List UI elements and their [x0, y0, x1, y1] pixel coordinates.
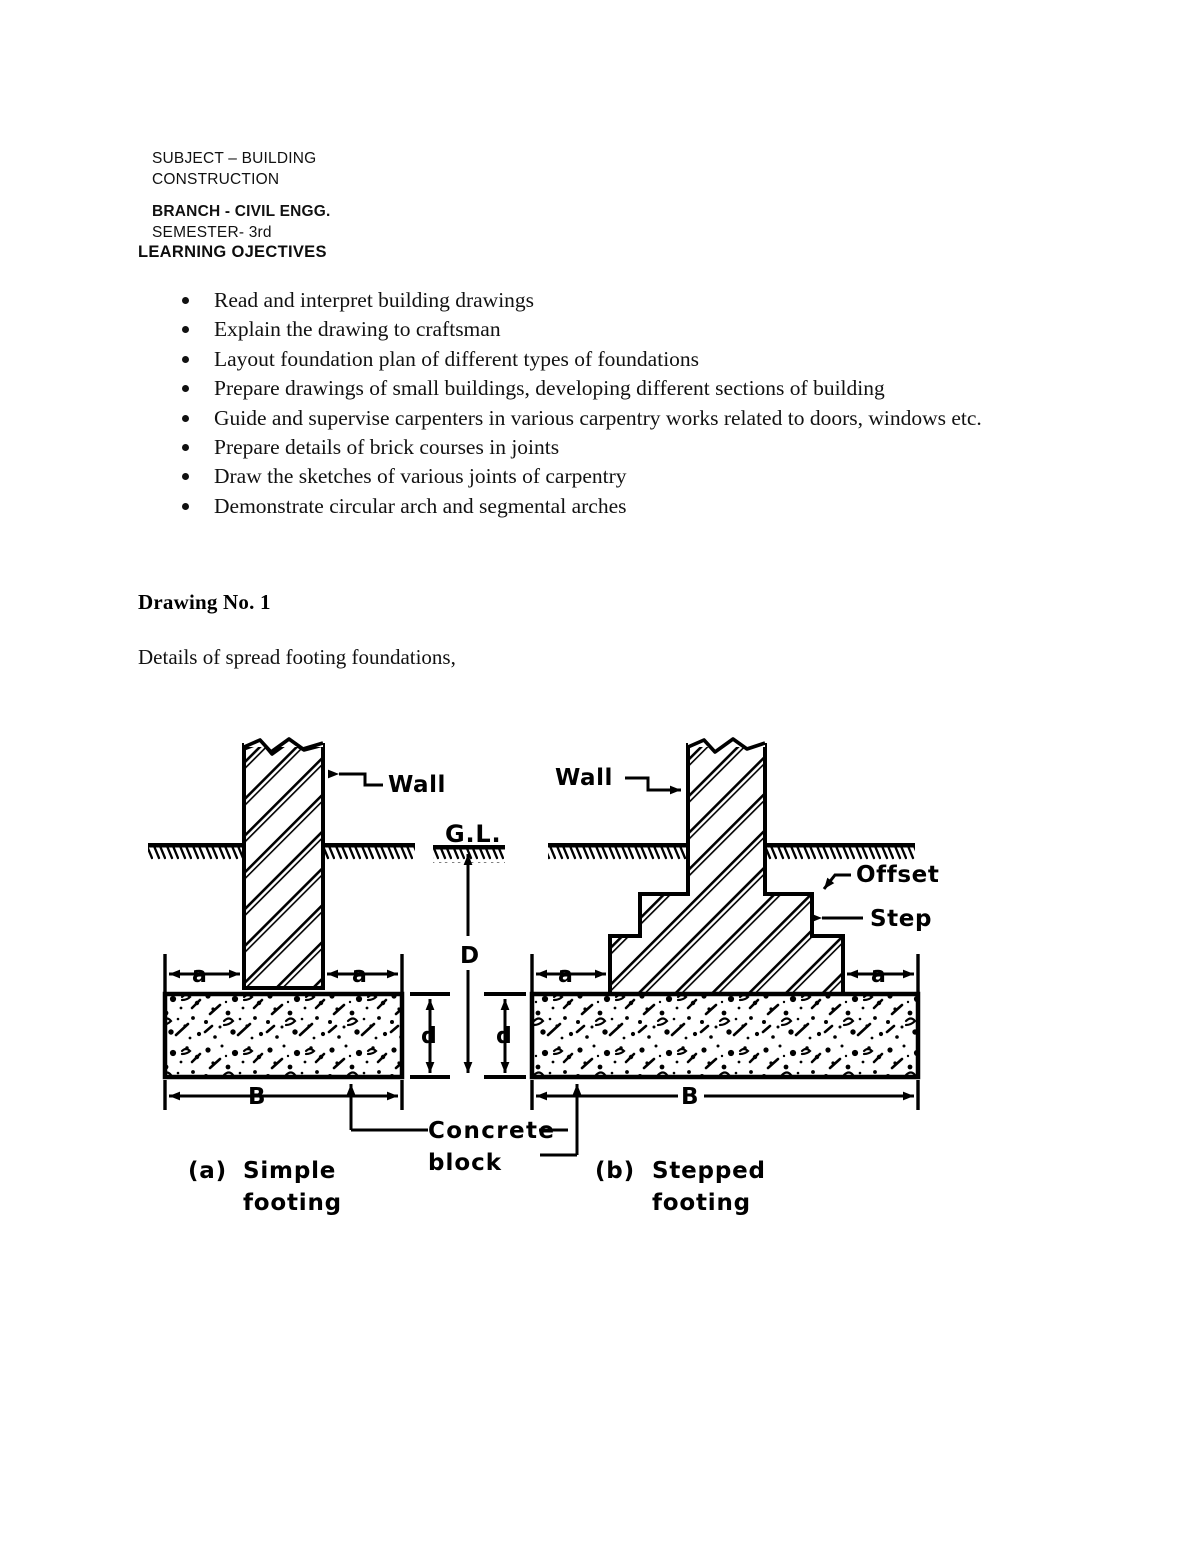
caption-right-line2: footing: [652, 1190, 751, 1216]
projection-a-label-4: a: [871, 963, 886, 988]
caption-left-line1: Simple: [243, 1158, 336, 1184]
footing-diagram-svg: Wall a a: [148, 737, 939, 1216]
caption-right-line1: Stepped: [652, 1158, 766, 1184]
bullet-icon: [182, 385, 189, 393]
spread-footing-figure: Wall a a: [140, 718, 940, 1228]
list-item: Explain the drawing to craftsman: [178, 315, 1098, 344]
caption-left-tag: (a): [188, 1158, 227, 1184]
caption-right-tag: (b): [595, 1158, 635, 1184]
header-spacer: [152, 190, 752, 201]
list-item: Prepare drawings of small buildings, dev…: [178, 374, 1098, 403]
depth-D-label: D: [460, 943, 479, 969]
concrete-block-leader-left: [346, 1084, 428, 1132]
list-item-label: Demonstrate circular arch and segmental …: [214, 493, 627, 518]
list-item: Prepare details of brick courses in join…: [178, 433, 1098, 462]
drawing-description: Details of spread footing foundations,: [138, 645, 456, 669]
simple-footing-drawing: Wall a a: [148, 737, 450, 1132]
ground-level-and-depth: G.L. D: [433, 820, 505, 1073]
concrete-block-left: [162, 991, 405, 1080]
list-item: Draw the sketches of various joints of c…: [178, 462, 1098, 491]
branch-line: BRANCH - CIVIL ENGG.: [152, 203, 331, 220]
list-item-label: Draw the sketches of various joints of c…: [214, 464, 627, 489]
list-item-label: Layout foundation plan of different type…: [214, 346, 700, 371]
wall-label-leader-left: [328, 769, 383, 787]
projection-a-left-2: [327, 954, 404, 994]
stepped-wall-section: [608, 737, 845, 996]
width-B-left: [163, 1080, 404, 1110]
ground-level-label: G.L.: [445, 820, 501, 848]
list-item: Read and interpret building drawings: [178, 286, 1098, 315]
figure-caption-left: (a) Simple footing: [188, 1158, 342, 1216]
depth-d-label-right: d: [496, 1024, 512, 1049]
document-header: SUBJECT – BUILDING CONSTRUCTION BRANCH -…: [152, 148, 752, 243]
learning-objectives-title: LEARNING OJECTIVES: [138, 243, 327, 261]
subject-line-2: CONSTRUCTION: [152, 171, 280, 188]
step-label: Step: [870, 906, 932, 932]
subject-line-1: SUBJECT – BUILDING: [152, 150, 317, 167]
list-item-label: Prepare details of brick courses in join…: [214, 435, 560, 460]
stepped-footing-drawing: Wall Offset Step a: [529, 737, 939, 1157]
bullet-icon: [182, 473, 189, 481]
bullet-icon: [182, 444, 189, 452]
wall-section-left: [242, 737, 325, 990]
concrete-block-label-line2: block: [428, 1150, 502, 1176]
list-item-label: Guide and supervise carpenters in variou…: [214, 405, 982, 430]
projection-a-right-2: [847, 954, 920, 994]
learning-objectives-list: Read and interpret building drawings Exp…: [178, 286, 1098, 521]
list-item-label: Read and interpret building drawings: [214, 288, 535, 312]
width-B-right: [530, 1080, 920, 1110]
offset-leader: [822, 873, 851, 890]
concrete-block-right: [529, 991, 921, 1080]
list-item-label: Explain the drawing to craftsman: [214, 317, 501, 342]
concrete-block-leader-right: [540, 1084, 582, 1157]
semester-line: SEMESTER- 3rd: [152, 224, 272, 241]
projection-a-right-1: [530, 954, 606, 994]
wall-label-right: Wall: [555, 765, 613, 791]
ground-line-left: [148, 843, 415, 861]
projection-a-label-3: a: [558, 963, 573, 988]
depth-d-right: [484, 992, 526, 1079]
bullet-icon: [182, 326, 189, 334]
depth-d-left: [410, 992, 450, 1079]
width-B-label-right: B: [681, 1084, 699, 1110]
list-item: Guide and supervise carpenters in variou…: [178, 404, 1098, 433]
wall-label-left: Wall: [388, 772, 446, 798]
list-item-label: Prepare drawings of small buildings, dev…: [214, 376, 885, 401]
figure-caption-right: (b) Stepped footing: [595, 1158, 766, 1216]
projection-a-label-2: a: [352, 963, 367, 988]
ground-line-right: [548, 843, 915, 861]
bullet-icon: [182, 355, 189, 363]
bullet-icon: [182, 414, 189, 422]
projection-a-left-1: [163, 954, 240, 994]
drawing-number-heading: Drawing No. 1: [138, 590, 271, 614]
depth-d-label-left: d: [421, 1024, 437, 1049]
list-item: Layout foundation plan of different type…: [178, 345, 1098, 374]
width-B-label-left: B: [248, 1084, 266, 1110]
bullet-icon: [182, 297, 189, 304]
wall-label-leader-right: [625, 776, 681, 795]
list-item: Demonstrate circular arch and segmental …: [178, 492, 1098, 521]
projection-a-label-1: a: [192, 963, 207, 988]
caption-left-line2: footing: [243, 1190, 342, 1216]
offset-label: Offset: [856, 862, 939, 888]
concrete-block-label-line1: Concrete: [428, 1118, 555, 1144]
bullet-icon: [182, 502, 189, 510]
